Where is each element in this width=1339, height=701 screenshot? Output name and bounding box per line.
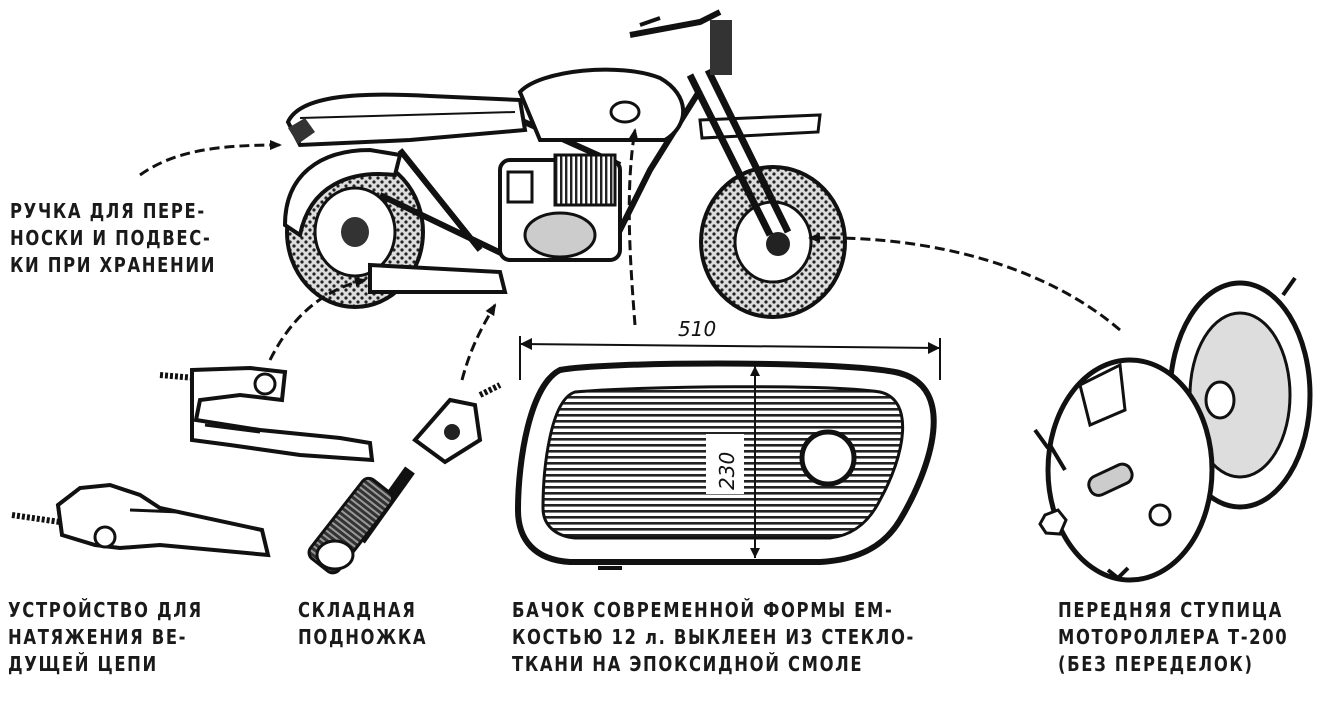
label-front-hub: ПЕРЕДНЯЯ СТУПИЦА МОТОРОЛЛЕРА Т-200 (БЕЗ … — [1058, 597, 1288, 678]
label-carry-handle: РУЧКА ДЛЯ ПЕРЕ- НОСКИ И ПОДВЕС- КИ ПРИ Х… — [10, 198, 216, 279]
tank-length-dimension: 510 — [678, 317, 716, 341]
arrow-footrest — [460, 303, 497, 381]
label-line: УСТРОЙСТВО ДЛЯ — [8, 598, 203, 622]
front-fork — [686, 68, 792, 237]
label-line: ПОДНОЖКА — [298, 625, 428, 649]
exhaust — [368, 262, 508, 294]
arrow-tank — [627, 128, 639, 326]
label-line: РУЧКА ДЛЯ ПЕРЕ- — [10, 199, 206, 223]
carry-handle — [288, 118, 315, 144]
label-chain-tensioner: УСТРОЙСТВО ДЛЯ НАТЯЖЕНИЯ ВЕ- ДУЩЕЙ ЦЕПИ — [8, 597, 203, 678]
bike-tank — [517, 67, 686, 142]
engine — [498, 153, 622, 262]
label-line: (БЕЗ ПЕРЕДЕЛОК) — [1058, 652, 1254, 676]
front-hub-drawing — [1033, 276, 1313, 583]
label-folding-footrest: СКЛАДНАЯ ПОДНОЖКА — [298, 597, 427, 651]
label-line: ПЕРЕДНЯЯ СТУПИЦА — [1058, 598, 1283, 622]
footrest-drawing — [307, 382, 502, 575]
label-line: ДУЩЕЙ ЦЕПИ — [8, 652, 158, 676]
arrow-handle — [139, 140, 282, 177]
label-line: НОСКИ И ПОДВЕС- — [10, 226, 212, 250]
label-line: СКЛАДНАЯ — [298, 598, 417, 622]
tank-height-dimension: 230 — [715, 452, 739, 490]
arrow-hub — [808, 232, 1121, 332]
fuel-tank-drawing: 230 — [514, 360, 937, 570]
seat — [285, 92, 528, 148]
label-line: ТКАНИ НА ЭПОКСИДНОЙ СМОЛЕ — [512, 652, 864, 676]
rear-fender — [282, 147, 403, 239]
motorcycle-drawing — [282, 9, 847, 319]
tensioner-drawing-1 — [159, 365, 375, 463]
label-line: МОТОРОЛЛЕРА Т-200 — [1058, 625, 1289, 649]
label-line: КОСТЬЮ 12 л. ВЫКЛЕЕН ИЗ СТЕКЛО- — [512, 625, 916, 649]
label-line: БАЧОК СОВРЕМЕННОЙ ФОРМЫ ЕМ- — [512, 598, 894, 622]
tensioner-drawing-2 — [11, 482, 271, 558]
front-wheel — [699, 165, 847, 319]
label-line: НАТЯЖЕНИЯ ВЕ- — [8, 625, 188, 649]
tank-length-dimension-line: 510 — [519, 317, 941, 380]
label-line: КИ ПРИ ХРАНЕНИИ — [10, 253, 217, 277]
arrow-tensioner — [268, 277, 367, 361]
pointer-arrows — [139, 128, 1121, 381]
label-fuel-tank: БАЧОК СОВРЕМЕННОЙ ФОРМЫ ЕМ- КОСТЬЮ 12 л.… — [512, 597, 915, 678]
handlebars — [629, 9, 732, 75]
